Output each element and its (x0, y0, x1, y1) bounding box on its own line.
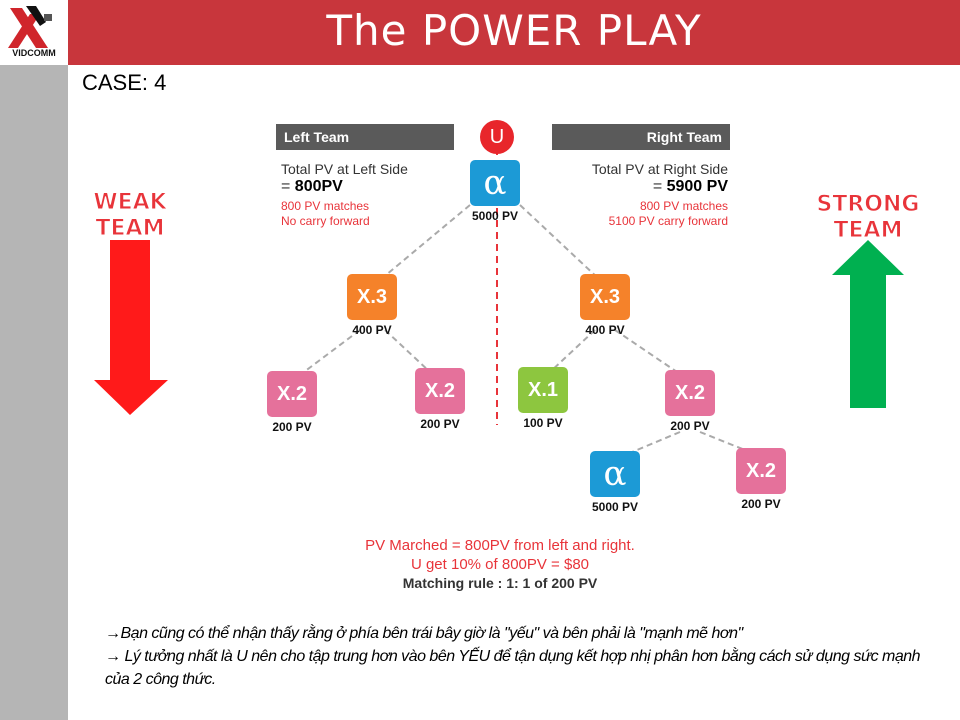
right-note-2: 5100 PV carry forward (608, 214, 728, 228)
page-title: The POWER PLAY (326, 6, 702, 55)
right-note-1: 800 PV matches (639, 199, 728, 213)
left-note-2: No carry forward (281, 214, 370, 228)
node-pv-label: 200 PV (741, 497, 781, 511)
down-arrow-icon (94, 240, 168, 415)
right-team-header: Right Team (552, 124, 730, 150)
weak-text: WEAK (93, 190, 167, 216)
team-text: TEAM (95, 216, 165, 242)
left-total-value: 800PV (294, 178, 343, 195)
sidebar-strip (0, 65, 68, 720)
tree-node[interactable]: X.3 (580, 274, 630, 320)
node-pv-label: 200 PV (670, 419, 710, 433)
left-team-info: Total PV at Left Side = 800PV 800 PV mat… (281, 160, 408, 229)
tree-node[interactable]: α (590, 451, 640, 497)
tree-node[interactable]: X.1 (518, 367, 568, 413)
user-node[interactable]: U (480, 120, 514, 154)
logo-x-icon: VIDCOMM (8, 6, 56, 58)
left-team-header: Left Team (276, 124, 454, 150)
notes: →Bạn cũng có thể nhận thấy rằng ở phía b… (105, 622, 945, 691)
strong-text: STRONG (816, 192, 920, 218)
left-total-label: Total PV at Left Side (281, 161, 408, 177)
equals: = (652, 178, 663, 195)
svg-text:VIDCOMM: VIDCOMM (12, 48, 56, 58)
node-pv-label: 400 PV (352, 323, 392, 337)
right-total-value: 5900 PV (666, 178, 728, 195)
summary: PV Marched = 800PV from left and right. … (280, 536, 720, 593)
vidcomm-logo: VIDCOMM (0, 0, 68, 65)
node-pv-label: 400 PV (585, 323, 625, 337)
tree-node[interactable]: X.2 (665, 370, 715, 416)
tree-node[interactable]: α (470, 160, 520, 206)
header-bar (68, 0, 960, 65)
node-pv-label: 5000 PV (591, 500, 639, 514)
node-pv-label: 200 PV (420, 417, 460, 431)
matching-rule: Matching rule : 1: 1 of 200 PV (402, 575, 598, 591)
team-text: TEAM (833, 218, 903, 244)
tree-node[interactable]: X.2 (736, 448, 786, 494)
node-pv-label: 100 PV (523, 416, 563, 430)
node-pv-label: 5000 PV (471, 209, 519, 223)
equals: = (281, 178, 291, 195)
note-paragraph-2: → Lý tưởng nhất là U nên cho tập trung h… (105, 648, 921, 688)
tree-node[interactable]: X.2 (415, 368, 465, 414)
summary-line-2: U get 10% of 800PV = $80 (410, 556, 590, 573)
node-pv-label: 200 PV (272, 420, 312, 434)
note-paragraph-1: →Bạn cũng có thể nhận thấy rằng ở phía b… (105, 625, 743, 642)
summary-line-1: PV Marched = 800PV from left and right. (365, 537, 635, 554)
tree-node[interactable]: X.3 (347, 274, 397, 320)
right-team-info: Total PV at Right Side = 5900 PV 800 PV … (560, 160, 728, 229)
case-label: CASE: 4 (82, 70, 167, 95)
tree-node[interactable]: X.2 (267, 371, 317, 417)
right-total-label: Total PV at Right Side (591, 161, 728, 177)
up-arrow-icon (832, 240, 904, 408)
left-note-1: 800 PV matches (281, 199, 370, 213)
